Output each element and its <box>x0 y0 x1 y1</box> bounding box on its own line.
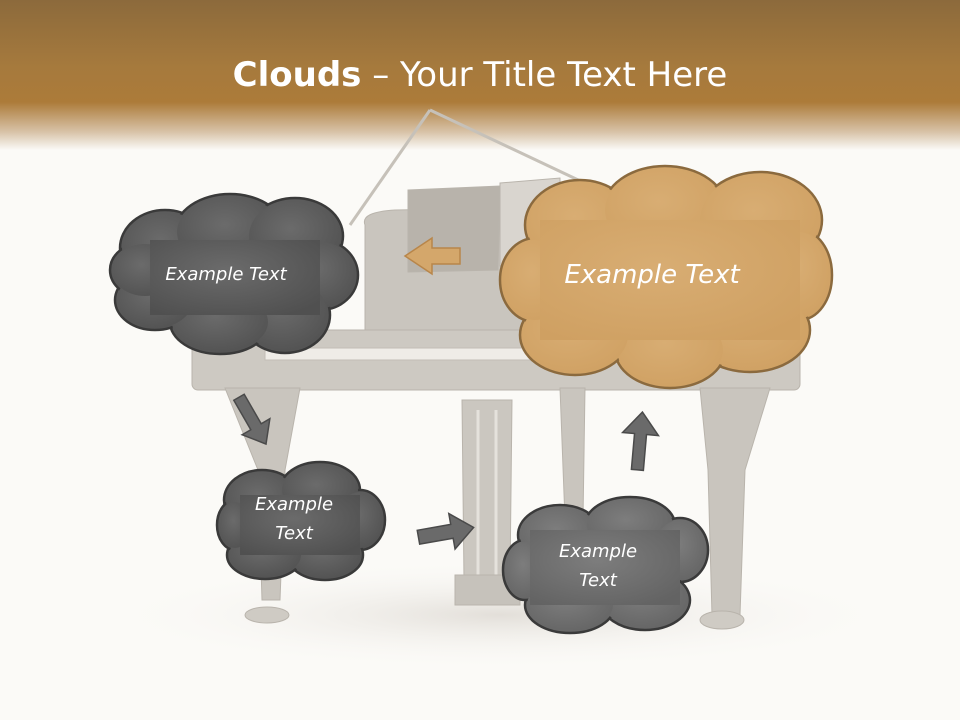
cloud-1-line1: Example Text <box>165 264 287 285</box>
cloud-2-line1: Example Text <box>564 260 740 290</box>
arrow-right-icon <box>416 512 475 551</box>
cloud-text-1: Example Text <box>140 260 312 289</box>
arrow-left-icon <box>403 236 461 276</box>
cloud-fill <box>505 499 706 631</box>
slide-title: Clouds – Your Title Text Here <box>0 52 960 98</box>
cloud-4-line2: Text <box>579 570 617 591</box>
header-band <box>0 0 960 150</box>
cloud-text-2: Example Text <box>540 258 764 292</box>
cloud-3-line1: Example <box>254 494 334 515</box>
cloud-text-3: Example Text <box>232 490 356 548</box>
cloud-fill <box>502 168 830 386</box>
cloud-text-4: Example Text <box>530 537 666 595</box>
arrow-down-icon <box>232 393 271 446</box>
cloud-4-line1: Example <box>558 541 638 562</box>
piano-shadow <box>100 560 900 670</box>
cloud-3-line2: Text <box>275 523 313 544</box>
title-strong: Clouds <box>232 55 362 95</box>
cloud-fill <box>112 196 356 352</box>
arrow-up-icon <box>620 410 660 472</box>
title-rest: – Your Title Text Here <box>361 55 728 95</box>
cloud-fill <box>219 464 383 578</box>
